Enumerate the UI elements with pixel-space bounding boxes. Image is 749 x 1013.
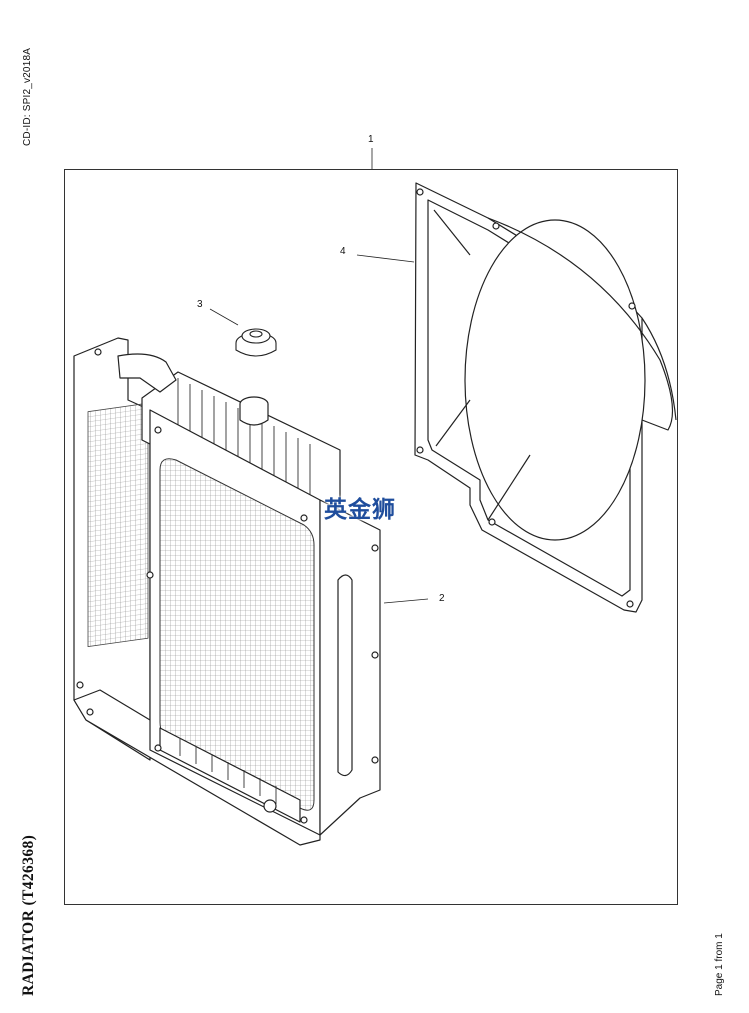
callout-2: 2 <box>439 593 445 604</box>
radiator-cap-part <box>235 328 277 357</box>
leader-lines <box>209 148 429 604</box>
callout-1: 1 <box>368 134 374 145</box>
callout-3: 3 <box>197 299 203 310</box>
radiator-part <box>73 337 381 846</box>
callout-4: 4 <box>340 246 346 257</box>
illustration-frame <box>64 169 678 905</box>
fan-shroud-part <box>414 182 677 613</box>
watermark-text: 英金狮 <box>324 497 396 523</box>
